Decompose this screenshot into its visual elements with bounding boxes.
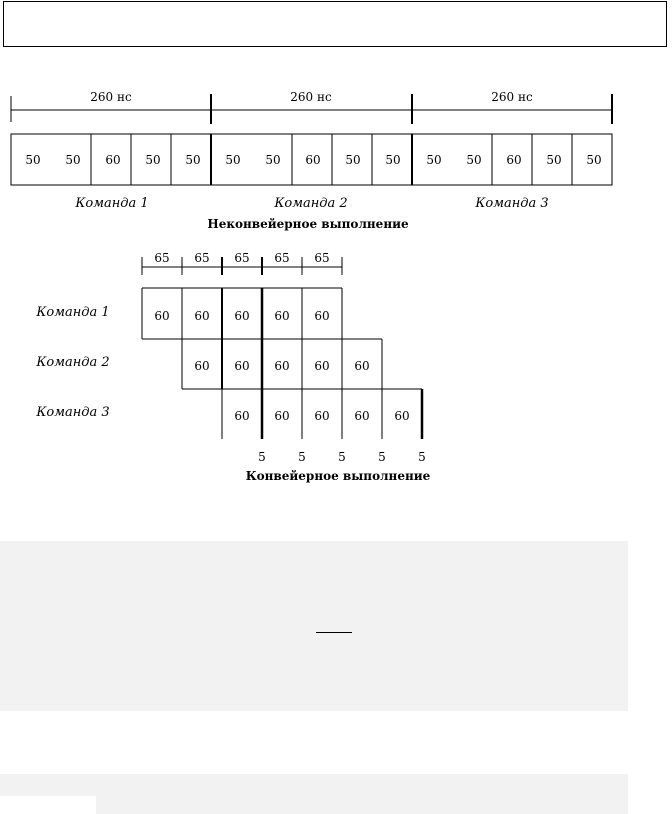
stage-cell: 50 (265, 153, 280, 167)
stage-cell: 50 (185, 153, 200, 167)
pipeline-cell: 60 (274, 409, 289, 423)
stage-cell: 50 (586, 153, 601, 167)
pipeline-row-label: Команда 3 (35, 405, 109, 420)
pipeline-cell: 60 (234, 309, 249, 323)
period-label: 260 нс (90, 90, 132, 104)
latch-delay-label: 5 (258, 450, 266, 464)
stage-duration-label: 65 (194, 251, 209, 265)
stage-cell: 60 (506, 153, 521, 167)
latch-delay-label: 5 (298, 450, 306, 464)
stage-duration-label: 65 (234, 251, 249, 265)
stage-cell: 50 (65, 153, 80, 167)
pipeline-cell: 60 (314, 309, 329, 323)
stage-cell: 50 (546, 153, 561, 167)
stage-cell: 50 (426, 153, 441, 167)
latch-delay-label: 5 (338, 450, 346, 464)
stage-cell: 50 (466, 153, 481, 167)
stage-cell: 50 (385, 153, 400, 167)
nonpipeline-timeline (10, 94, 613, 124)
command-label: Команда 3 (474, 196, 548, 211)
pipeline-timeline (141, 257, 343, 275)
stage-cell: 50 (145, 153, 160, 167)
pipeline-row-label: Команда 2 (35, 355, 109, 370)
pipeline-cell: 60 (354, 409, 369, 423)
pipeline-cell: 60 (274, 359, 289, 373)
pipeline-cell: 60 (194, 309, 209, 323)
gray-panel (0, 541, 628, 711)
latch-delay-label: 5 (378, 450, 386, 464)
stage-cell: 60 (105, 153, 120, 167)
pipeline-cell: 60 (154, 309, 169, 323)
command-label: Команда 2 (273, 196, 347, 211)
stage-cell: 50 (25, 153, 40, 167)
command-label: Команда 1 (74, 196, 148, 211)
stage-cell: 60 (305, 153, 320, 167)
gray-panel-rule (316, 632, 352, 633)
pipeline-diagram: 260 нс 260 нс 260 нс 50 50 60 50 50 50 50 60 50 50 5… (10, 90, 613, 483)
pipeline-cell: 60 (314, 359, 329, 373)
top-frame (3, 1, 667, 47)
nonpipeline-caption: Неконвейерное выполнение (207, 217, 409, 231)
stage-cell: 50 (225, 153, 240, 167)
pipeline-cell: 60 (234, 409, 249, 423)
pipeline-cell: 60 (354, 359, 369, 373)
pipeline-cell: 60 (274, 309, 289, 323)
stage-duration-label: 65 (154, 251, 169, 265)
pipeline-cell: 60 (394, 409, 409, 423)
gray-footer-panel (0, 774, 628, 814)
nonpipeline-stage-row (10, 133, 613, 186)
latch-delay-label: 5 (418, 450, 426, 464)
pipeline-cell: 60 (234, 359, 249, 373)
period-label: 260 нс (290, 90, 332, 104)
pipeline-row-label: Команда 1 (35, 305, 109, 320)
gray-footer-notch (0, 796, 96, 814)
pipeline-cell: 60 (314, 409, 329, 423)
pipeline-caption: Конвейерное выполнение (246, 469, 431, 483)
period-label: 260 нс (491, 90, 533, 104)
stage-cell: 50 (345, 153, 360, 167)
pipeline-grid (141, 287, 424, 439)
stage-duration-label: 65 (274, 251, 289, 265)
pipeline-cell: 60 (194, 359, 209, 373)
stage-duration-label: 65 (314, 251, 329, 265)
